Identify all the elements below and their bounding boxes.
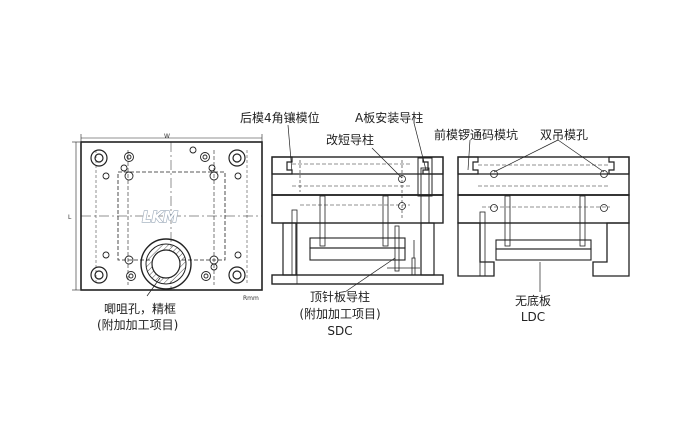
- callout-shortened-guide-pillar: 改短导柱: [326, 133, 375, 147]
- dim-width-label: W: [164, 133, 170, 140]
- ldc-side-view: [457, 139, 630, 292]
- ejector-retainer-plate: [309, 237, 406, 249]
- note-no-bottom-plate: 无底板: [514, 294, 552, 308]
- note-plan-additional: (附加加工项目): [97, 318, 179, 332]
- ejector-plate: [309, 247, 406, 261]
- note-sdc-additional: (附加加工项目): [299, 307, 381, 321]
- b-plate: [457, 194, 630, 224]
- type-label-sdc: SDC: [327, 324, 353, 338]
- note-sprue-hole-frame: 唧咀孔，精框: [104, 302, 177, 316]
- b-plate: [271, 194, 444, 224]
- spacer-block-right: [592, 222, 630, 277]
- guide-pillar: [420, 167, 430, 224]
- logo-text: LKM: [142, 208, 178, 226]
- top-clamp-notch-left: [271, 156, 293, 175]
- ejector-guide-pin: [394, 225, 400, 272]
- guide-pillar-hole: [228, 266, 246, 284]
- dim-corner-label: Rmm: [243, 295, 259, 302]
- spacer-block-left: [282, 222, 297, 276]
- callout-rear-mold-corner-insert: 后模4角镶模位: [240, 111, 320, 125]
- top-clamp-notch-right: [422, 156, 444, 175]
- top-clamp-notch-right: [608, 156, 630, 175]
- plan-view: [72, 134, 263, 297]
- spacer-block-right: [420, 222, 435, 276]
- guide-pillar-hole: [228, 149, 246, 167]
- top-clamp-plate: [271, 156, 444, 196]
- callout-a-plate-guide-pillar: A板安装导柱: [355, 111, 424, 125]
- sprue-bush-hole: [140, 238, 192, 290]
- callout-double-lift-mold-hole: 双吊模孔: [540, 128, 589, 142]
- screw-holes: [102, 146, 242, 281]
- bottom-clamp-plate: [271, 274, 444, 285]
- callout-front-mold-milled-channel: 前模锣通码模坑: [434, 128, 519, 142]
- note-ejector-guide-pin: 顶针板导柱: [309, 290, 371, 304]
- dim-length-label: L: [68, 214, 72, 221]
- guide-pillar-hole: [90, 266, 108, 284]
- type-label-ldc: LDC: [520, 310, 546, 324]
- spacer-block-left: [457, 222, 495, 277]
- lkm-logo: LKM: [141, 207, 178, 226]
- ejector-plate: [495, 248, 592, 261]
- guide-pillar-hole: [90, 149, 108, 167]
- sdc-side-view: [271, 122, 444, 293]
- top-clamp-plate: [457, 156, 630, 196]
